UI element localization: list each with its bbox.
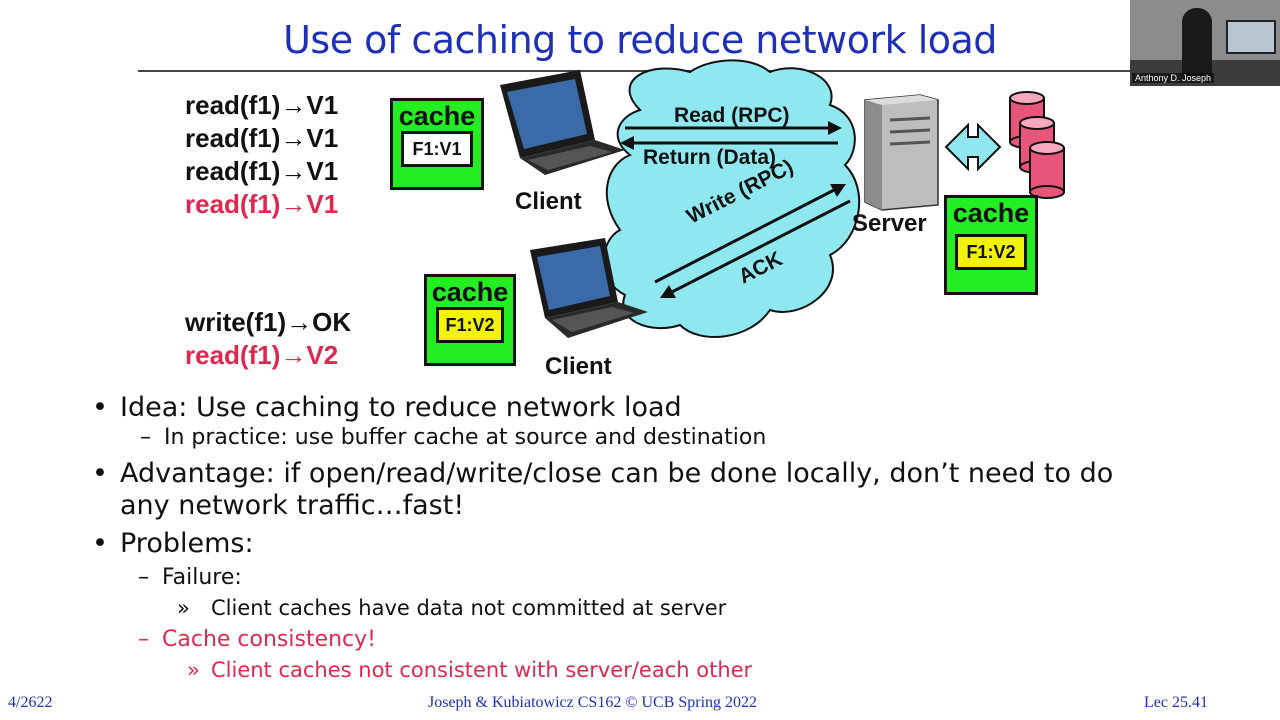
top-client-cache: cache F1:V1 bbox=[390, 98, 484, 190]
bullet-text: Client caches not consistent with server… bbox=[211, 658, 753, 682]
op-line: read(f1)→V1 bbox=[185, 156, 339, 186]
return-data-label: Return (Data) bbox=[643, 146, 777, 169]
client-label-bottom: Client bbox=[545, 353, 612, 380]
cache-entry: F1:V1 bbox=[401, 131, 473, 167]
ack-arrow bbox=[660, 199, 851, 298]
bottom-client-cache: cache F1:V2 bbox=[424, 274, 516, 366]
bullet-item: –Failure: bbox=[138, 565, 242, 590]
cache-entry: F1:V2 bbox=[436, 307, 504, 343]
bullet-item: »Client caches have data not committed a… bbox=[177, 596, 727, 620]
server-cache: cache F1:V2 bbox=[944, 195, 1038, 295]
bullet-text: Client caches have data not committed at… bbox=[211, 596, 727, 620]
bullet-list: •Idea: Use caching to reduce network loa… bbox=[92, 392, 1152, 684]
slide-title: Use of caching to reduce network load bbox=[283, 18, 997, 62]
server-label: Server bbox=[852, 210, 927, 237]
bullet-text: Cache consistency! bbox=[162, 627, 376, 652]
read-rpc-label: Read (RPC) bbox=[674, 104, 790, 127]
footer-lecture-number: Lec 25.41 bbox=[1144, 694, 1208, 711]
webcam-thumbnail: Anthony D. Joseph bbox=[1130, 0, 1280, 86]
network-cloud bbox=[602, 59, 861, 338]
bottom-client-ops: write(f1)→OK read(f1)→V2 bbox=[185, 306, 351, 372]
server-tower bbox=[864, 94, 939, 211]
footer-date: 4/2622 bbox=[8, 694, 53, 711]
bullet-text: Idea: Use caching to reduce network load bbox=[120, 392, 682, 423]
webcam-name: Anthony D. Joseph bbox=[1132, 73, 1215, 83]
op-line: read(f1)→V1 bbox=[185, 123, 339, 153]
bullet-text: In practice: use buffer cache at source … bbox=[164, 425, 767, 450]
client-laptop-bottom bbox=[530, 238, 648, 338]
bullet-text: Problems: bbox=[120, 528, 254, 559]
bullet-text: Failure: bbox=[162, 565, 242, 590]
webcam-screen bbox=[1226, 20, 1276, 54]
bullet-item: –Cache consistency! bbox=[138, 627, 376, 652]
client-label-top: Client bbox=[515, 188, 582, 215]
server-disk-arrow bbox=[944, 122, 1002, 172]
webcam-presenter bbox=[1182, 8, 1212, 78]
op-line-red: read(f1)→V1 bbox=[185, 189, 339, 219]
footer-course: Joseph & Kubiatowicz CS162 © UCB Spring … bbox=[428, 694, 758, 711]
cache-label: cache bbox=[431, 277, 509, 307]
cache-entry: F1:V2 bbox=[955, 234, 1027, 270]
client-laptop-top bbox=[500, 70, 625, 175]
bullet-item: •Problems: bbox=[92, 528, 254, 559]
op-line: write(f1)→OK bbox=[185, 307, 352, 337]
bullet-item: –In practice: use buffer cache at source… bbox=[140, 425, 767, 450]
return-data-arrow bbox=[620, 136, 838, 150]
cache-label: cache bbox=[952, 198, 1030, 228]
top-client-ops: read(f1)→V1 read(f1)→V1 read(f1)→V1 read… bbox=[185, 89, 338, 221]
bullet-item: •Advantage: if open/read/write/close can… bbox=[92, 458, 1152, 522]
bullet-item: •Idea: Use caching to reduce network loa… bbox=[92, 392, 682, 423]
op-line: read(f1)→V1 bbox=[185, 90, 339, 120]
caching-diagram bbox=[500, 59, 1065, 338]
disk-stack bbox=[1009, 91, 1065, 199]
read-rpc-arrow bbox=[625, 121, 842, 135]
bullet-item: »Client caches not consistent with serve… bbox=[187, 658, 753, 682]
cache-label: cache bbox=[398, 101, 476, 131]
write-rpc-arrow bbox=[654, 184, 846, 284]
bullet-text: Advantage: if open/read/write/close can … bbox=[120, 458, 1114, 521]
op-line-red: read(f1)→V2 bbox=[185, 340, 339, 370]
